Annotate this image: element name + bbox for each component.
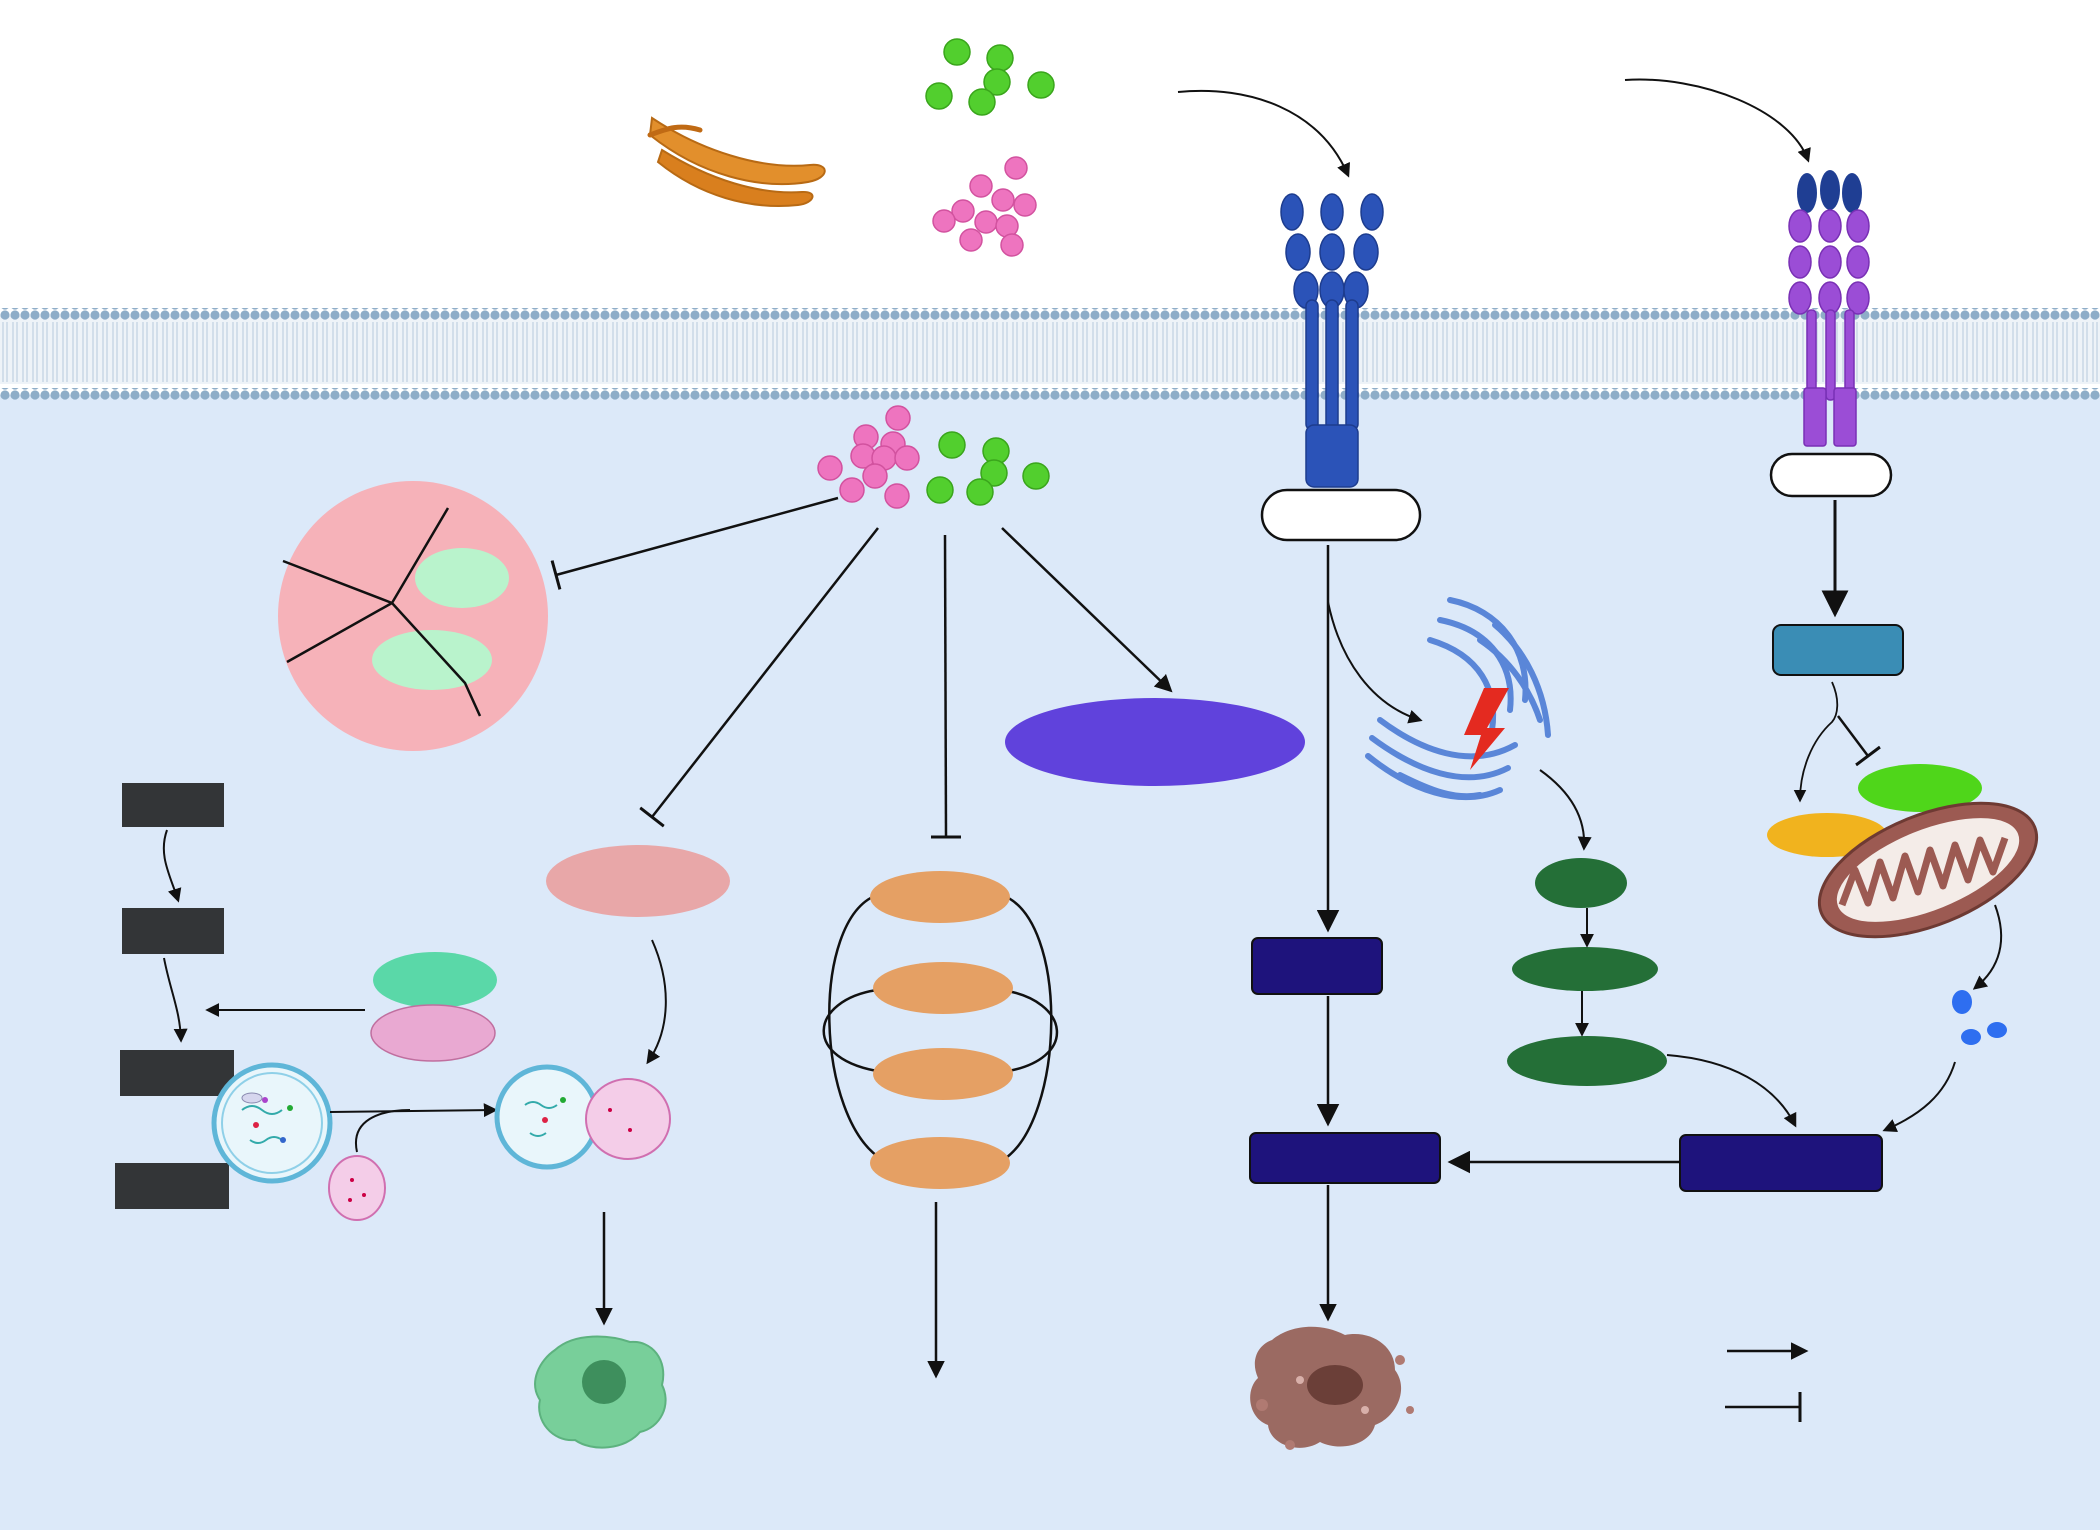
cytochrome-dots-icon bbox=[1952, 990, 2007, 1045]
activate-purple-ellipse-arrow bbox=[1001, 527, 1173, 693]
internal-green-balls-icon bbox=[926, 431, 1050, 506]
mitotic-spindle-icon bbox=[822, 871, 1059, 1189]
arrow-ligand-to-receptor1 bbox=[1177, 89, 1350, 178]
internal-pink-balls-icon bbox=[817, 405, 920, 509]
autophagosome-icon bbox=[211, 1062, 333, 1184]
autophagy-arrow-2 bbox=[163, 957, 188, 1043]
dots-to-right-box-arrow bbox=[1882, 1061, 1956, 1133]
pink-ellipse bbox=[546, 845, 730, 917]
teal-inhibit-arrow bbox=[1837, 715, 1881, 767]
green-ellipse-3 bbox=[1507, 1036, 1667, 1086]
autophagy-box-2 bbox=[122, 908, 224, 954]
mito-to-dots-arrow bbox=[1972, 904, 2003, 990]
autophagy-box-1 bbox=[122, 783, 224, 827]
adaptor-to-er-arrow bbox=[1327, 601, 1423, 724]
adaptor-pill-2 bbox=[1769, 452, 1893, 498]
autophagy-arrow-1 bbox=[162, 829, 182, 903]
right-box bbox=[1679, 1134, 1883, 1192]
er-stress-lightning bbox=[1464, 688, 1509, 770]
green-ellipse-2 bbox=[1512, 947, 1658, 991]
green-compound-balls-icon bbox=[925, 38, 1055, 116]
teal-ellipse bbox=[373, 952, 497, 1008]
autophagosome-to-autolysosome-arrow bbox=[329, 1103, 498, 1118]
teal-box bbox=[1772, 624, 1904, 676]
purple-ellipse bbox=[1005, 698, 1305, 786]
pink-ellipse-to-autolysosome-arrow bbox=[646, 939, 667, 1065]
apoptotic-cell-icon bbox=[534, 1335, 667, 1449]
central-box-2 bbox=[1249, 1132, 1441, 1184]
central-box-1 bbox=[1251, 937, 1383, 995]
lilac-ellipse bbox=[370, 1004, 496, 1062]
er-to-green-arrow bbox=[1539, 769, 1592, 851]
receptor-blue-icon bbox=[1280, 193, 1384, 488]
cordyceps-herb-icon bbox=[647, 116, 826, 207]
nucleus-cell-icon bbox=[278, 481, 548, 751]
adaptor-pill-1 bbox=[1260, 488, 1422, 542]
receptor-purple-icon bbox=[1788, 170, 1870, 447]
pink-compound-balls-icon bbox=[932, 156, 1037, 257]
inhibit-to-spindle-arrow bbox=[930, 534, 962, 839]
green-to-right-box-arrow bbox=[1666, 1054, 1797, 1128]
mitochondrion-icon bbox=[1817, 801, 2039, 939]
inhibit-to-pink-ellipse-arrow bbox=[639, 527, 879, 828]
autophagy-box-3 bbox=[120, 1050, 234, 1096]
autophagy-box-4 bbox=[115, 1163, 229, 1209]
inhibit-to-nucleus-arrow bbox=[550, 496, 839, 590]
necrotic-cell-icon bbox=[1250, 1326, 1414, 1450]
teal-to-yellow-arrow bbox=[1793, 681, 1839, 803]
autolysosome-icon bbox=[494, 1064, 671, 1170]
cell-membrane bbox=[0, 308, 2100, 400]
lime-ellipse bbox=[1858, 764, 1982, 812]
arrow-ligand-to-receptor2 bbox=[1624, 78, 1811, 163]
green-ellipse-1 bbox=[1535, 858, 1627, 908]
lysosome-icon bbox=[328, 1155, 386, 1221]
